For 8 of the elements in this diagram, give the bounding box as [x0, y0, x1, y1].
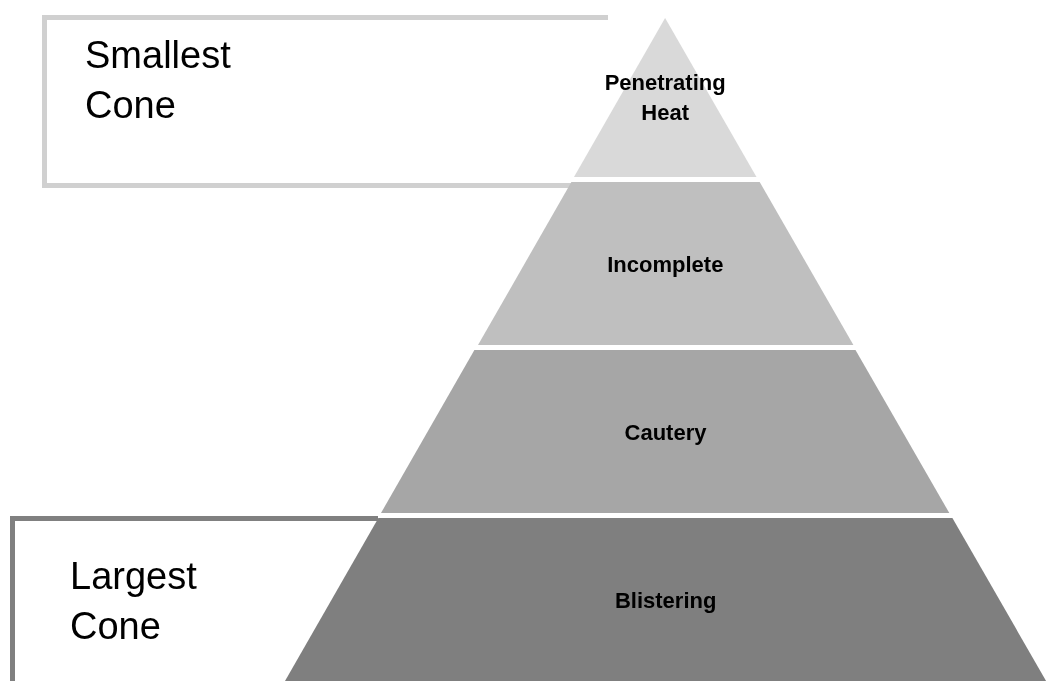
callout-box	[42, 15, 577, 188]
tier-label: Incomplete	[606, 251, 725, 279]
tier-label: Blistering	[613, 587, 718, 615]
callout-label: Smallest Cone	[85, 33, 232, 128]
tier-label: Penetrating Heat	[603, 69, 727, 127]
callout-label: Largest Cone	[70, 554, 198, 649]
tier-label: Cautery	[623, 419, 708, 447]
callout-box	[10, 516, 285, 681]
